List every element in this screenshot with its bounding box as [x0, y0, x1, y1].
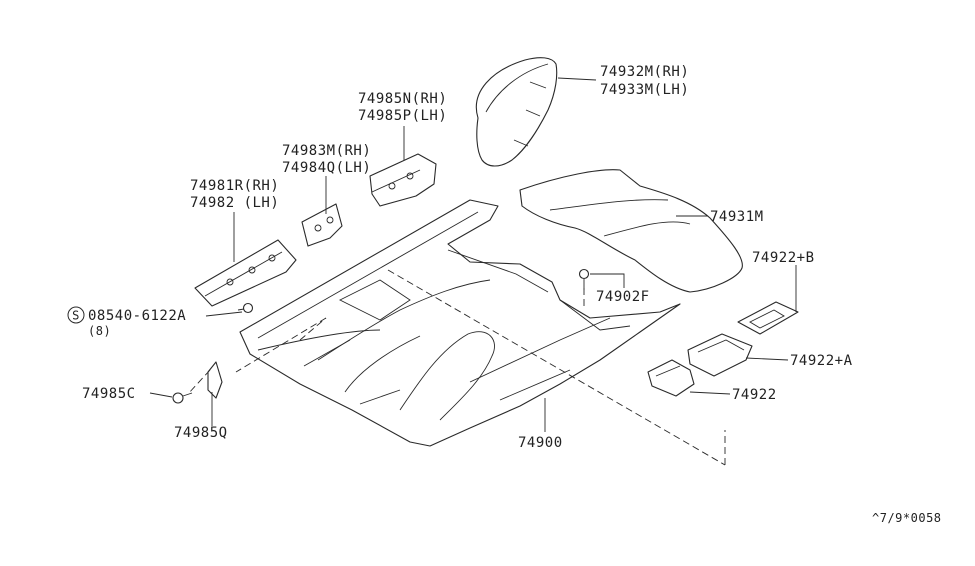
leader-line	[689, 391, 731, 395]
part-label-74985q: 74985Q	[174, 425, 228, 441]
assembly-line	[387, 269, 726, 466]
floor-pad-74922a-part[interactable]	[687, 333, 753, 377]
screw-part-number: 08540-6122A	[88, 308, 186, 324]
clip-74902f-part[interactable]	[578, 268, 590, 291]
part-label-74981r: 74981R(RH)	[190, 178, 279, 194]
leader-line	[745, 357, 789, 361]
part-label-74902f: 74902F	[596, 289, 650, 305]
part-label-74922b: 74922+B	[752, 250, 815, 266]
part-label-74900: 74900	[518, 435, 563, 451]
diagram-code: ^7/9*0058	[872, 511, 942, 525]
leader-line	[590, 273, 625, 288]
part-label-74931m: 74931M	[710, 209, 764, 225]
assembly-line	[187, 369, 211, 395]
bracket-74985q-part[interactable]	[207, 361, 223, 399]
part-label-74983m: 74983M(RH)	[282, 143, 371, 159]
floor-pad-74922b-part[interactable]	[737, 301, 799, 335]
assembly-line	[299, 317, 327, 341]
screw-symbol: S	[72, 309, 80, 323]
part-label-74985c: 74985C	[82, 386, 136, 402]
part-label-74984q: 74984Q(LH)	[282, 160, 371, 176]
pillar-trim-74985n-part[interactable]	[369, 153, 437, 207]
part-label-74922: 74922	[732, 387, 777, 403]
part-label-74985p: 74985P(LH)	[358, 108, 447, 124]
clip-74985c-part[interactable]	[172, 392, 193, 404]
part-label-74982: 74982 (LH)	[190, 195, 279, 211]
floor-pad-74922-part[interactable]	[647, 359, 695, 397]
pillar-trim-74981-part[interactable]	[194, 239, 297, 307]
leader-line	[205, 311, 243, 317]
part-label-74932m: 74932M(RH)	[600, 64, 689, 80]
part-label-74985n: 74985N(RH)	[358, 91, 447, 107]
wheelhouse-trim-part[interactable]	[475, 57, 558, 167]
assembly-line	[235, 317, 327, 373]
part-label-74933m: 74933M(LH)	[600, 82, 689, 98]
rear-floor-carpet-part[interactable]	[519, 169, 743, 293]
pillar-trim-74983-part[interactable]	[301, 203, 343, 247]
screw-callout: S 08540-6122A (8)	[67, 306, 186, 338]
screw-quantity: (8)	[88, 324, 111, 338]
leader-line	[149, 392, 173, 398]
leader-line	[557, 77, 597, 81]
screw-symbol-circle	[67, 306, 85, 324]
part-label-74922a: 74922+A	[790, 353, 853, 369]
screw-08540-part[interactable]	[237, 302, 254, 314]
main-floor-carpet-part[interactable]	[239, 199, 681, 447]
